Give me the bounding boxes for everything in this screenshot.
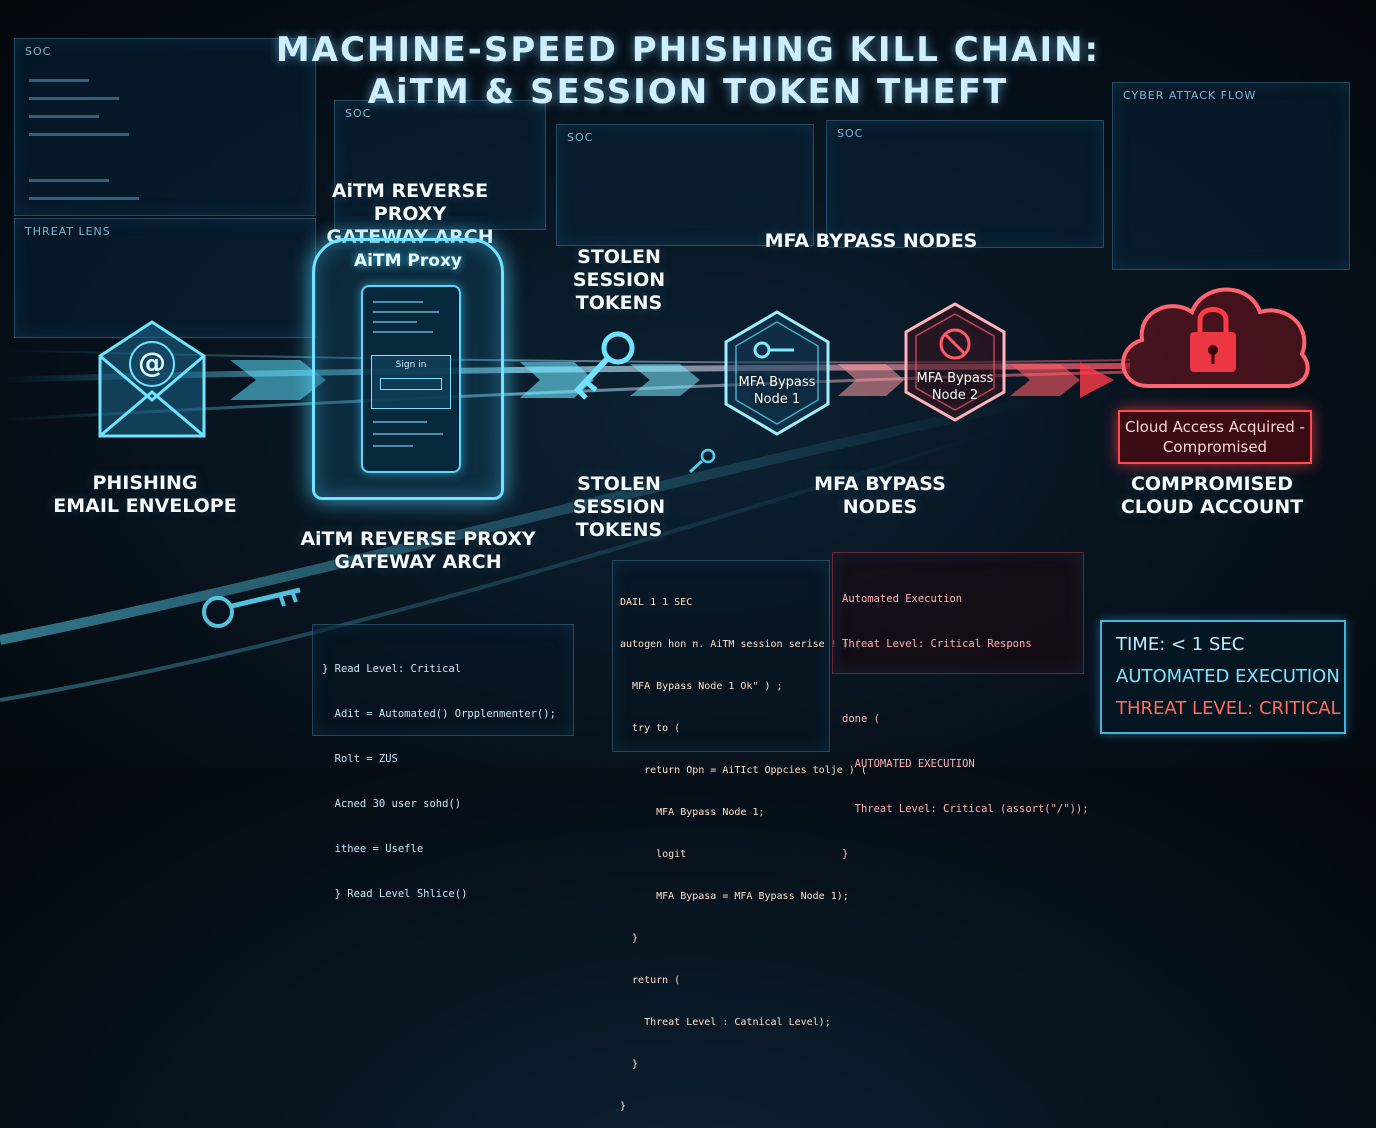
- status-summary-box: TIME: < 1 SEC AUTOMATED EXECUTION THREAT…: [1100, 620, 1346, 734]
- compromised-cloud-icon: [1121, 287, 1310, 388]
- soc-panel-center-left: SOC: [334, 100, 546, 230]
- code-block-right: Automated Execution Threat Level: Critic…: [842, 593, 1089, 860]
- proxy-sign-in-field: Sign in: [371, 355, 451, 409]
- code-panel-center: [612, 560, 830, 752]
- tokens-stage-label-top: STOLEN SESSION TOKENS: [572, 246, 666, 314]
- email-at-glyph: @: [138, 346, 166, 379]
- cyber-attack-flow-panel: CYBER ATTACK FLOW: [1112, 82, 1350, 270]
- soc-label: SOC: [837, 127, 864, 140]
- mfa-node-2-label: MFA Bypass Node 2: [916, 371, 994, 403]
- email-stage-label: PHISHING EMAIL ENVELOPE: [53, 472, 237, 517]
- soc-panel-center: SOC: [556, 124, 814, 246]
- code-panel-left: [312, 624, 574, 736]
- floating-key-icon: [202, 587, 301, 628]
- status-threat: THREAT LEVEL: CRITICAL: [1116, 698, 1341, 719]
- threat-panel: THREAT LENS: [14, 218, 316, 338]
- soc-panel-center-right: SOC: [826, 120, 1104, 248]
- mfa-stage-label-top: MFA BYPASS NODES: [764, 230, 978, 252]
- proxy-screen: Sign in: [361, 285, 461, 473]
- mfa-stage-label-bottom: MFA BYPASS NODES: [814, 473, 946, 518]
- aitm-proxy-gateway: AiTM Proxy Sign in: [312, 238, 504, 500]
- stolen-token-key-icon: [573, 331, 635, 400]
- cloud-status-box: Cloud Access Acquired - Compromised: [1118, 410, 1312, 464]
- code-panel-right: [832, 552, 1084, 674]
- status-time: TIME: < 1 SEC: [1116, 634, 1245, 655]
- code-block-left: } Read Level: Critical Adit = Automated(…: [322, 663, 556, 900]
- mfa-node-2-hexagon: [904, 302, 1006, 422]
- code-block-center: DAIL 1 1 SEC autogen hon n. AiTM session…: [620, 597, 867, 1112]
- page-subtitle: AiTM & SESSION TOKEN THEFT: [367, 72, 1009, 112]
- threat-label: THREAT LENS: [25, 225, 111, 238]
- soc-panel-left: SOC: [14, 38, 316, 216]
- mfa-node-1-label: MFA Bypass Node 1: [738, 375, 816, 407]
- cyber-attack-flow-label: CYBER ATTACK FLOW: [1123, 89, 1257, 102]
- status-execution: AUTOMATED EXECUTION: [1116, 666, 1340, 687]
- proxy-stage-label-top: AiTM REVERSE PROXY GATEWAY ARCH: [326, 180, 494, 248]
- proxy-title: AiTM Proxy: [354, 251, 462, 271]
- page-title: MACHINE-SPEED PHISHING KILL CHAIN:: [275, 30, 1101, 70]
- soc-label: SOC: [345, 107, 372, 120]
- soc-label: SOC: [567, 131, 594, 144]
- mfa-node-1-hexagon: [724, 310, 830, 436]
- tokens-stage-label-bottom: STOLEN SESSION TOKENS: [572, 473, 666, 541]
- soc-label: SOC: [25, 45, 52, 58]
- cloud-stage-label: COMPROMISED CLOUD ACCOUNT: [1120, 473, 1304, 518]
- email-envelope-icon: [98, 320, 206, 438]
- proxy-stage-label-bottom: AiTM REVERSE PROXY GATEWAY ARCH: [300, 528, 536, 573]
